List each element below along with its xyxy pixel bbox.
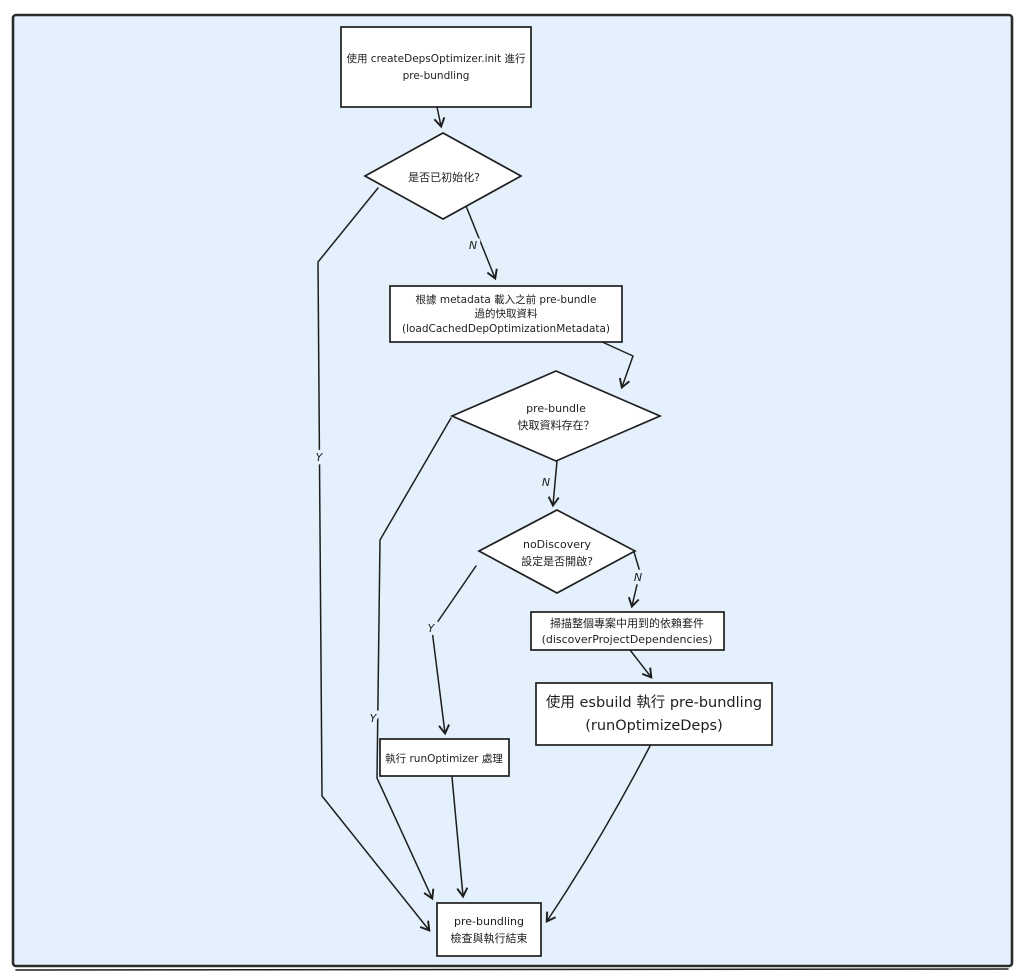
node-cache-exists-label-line2: 快取資料存在？ xyxy=(518,418,595,432)
edge-scan-to-esbuild xyxy=(629,649,653,679)
node-scan: 掃描整個專案中用到的依賴套件 (discoverProjectDependenc… xyxy=(530,611,725,651)
node-load-cache: 根據 metadata 載入之前 pre-bundle 過的快取資料 (load… xyxy=(389,285,623,343)
node-esbuild-prebundle-label-line2: (runOptimizeDeps) xyxy=(585,718,723,734)
node-end-shape xyxy=(436,902,542,957)
node-scan-label-line2: (discoverProjectDependencies) xyxy=(542,633,713,646)
edge-cache-exists-no-to-no-discovery xyxy=(547,460,560,508)
node-init-label-line2: pre-bundling xyxy=(403,70,470,82)
edge-label-cache-no: N xyxy=(542,476,550,489)
node-no-discovery: noDiscovery 設定是否開啟? xyxy=(477,509,637,594)
node-init-shape xyxy=(340,26,532,108)
edge-no-discovery-no-to-scan xyxy=(627,551,641,609)
edge-label-init-no: N xyxy=(469,239,477,252)
diagram-background xyxy=(13,15,1012,966)
node-esbuild-prebundle-shape xyxy=(535,682,773,746)
edge-esbuild-to-end xyxy=(545,745,651,924)
node-run-optimizer-label: 執行 runOptimizer 處理 xyxy=(385,752,503,765)
node-cache-exists: pre-bundle 快取資料存在？ xyxy=(449,370,663,462)
edge-is-initialized-no-to-load-cache xyxy=(465,205,498,281)
edge-run-optimizer-to-end xyxy=(451,776,469,899)
node-run-optimizer-shape xyxy=(379,738,510,777)
node-init-label-line1: 使用 createDepsOptimizer.init 進行 xyxy=(346,52,526,65)
node-end: pre-bundling 檢查與執行結束 xyxy=(436,902,542,957)
node-no-discovery-label-line2: 設定是否開啟? xyxy=(521,554,593,568)
node-end-label-line2: 檢查與執行結束 xyxy=(451,931,528,945)
node-init: 使用 createDepsOptimizer.init 進行 pre-bundl… xyxy=(340,26,532,108)
edge-no-discovery-yes-to-run-optimizer xyxy=(431,565,477,736)
node-scan-shape xyxy=(530,611,725,651)
node-cache-exists-shape xyxy=(449,370,663,462)
node-esbuild-prebundle: 使用 esbuild 執行 pre-bundling (runOptimizeD… xyxy=(535,682,773,746)
node-no-discovery-shape xyxy=(477,509,637,594)
edge-is-initialized-yes-to-end xyxy=(317,187,431,932)
edge-cache-exists-yes-to-end xyxy=(376,417,452,901)
edge-init-to-is-initialized xyxy=(433,106,446,129)
frame-bottom-double-line xyxy=(15,968,1009,971)
node-no-discovery-label-line1: noDiscovery xyxy=(523,538,592,551)
node-load-cache-shape xyxy=(389,285,623,343)
node-is-initialized-shape xyxy=(363,132,523,220)
node-esbuild-prebundle-label-line1: 使用 esbuild 執行 pre-bundling xyxy=(546,694,762,711)
diagram-frame xyxy=(11,13,1014,968)
edge-load-cache-to-cache-exists xyxy=(599,340,634,390)
node-load-cache-label-line2: 過的快取資料 xyxy=(475,307,538,320)
node-end-label-line1: pre-bundling xyxy=(454,915,524,928)
node-is-initialized: 是否已初始化? xyxy=(363,132,523,220)
node-run-optimizer: 執行 runOptimizer 處理 xyxy=(379,738,510,777)
edge-label-nodiscovery-no: N xyxy=(634,571,642,584)
node-load-cache-label-line3: (loadCachedDepOptimizationMetadata) xyxy=(402,323,610,335)
node-is-initialized-label: 是否已初始化? xyxy=(408,170,480,184)
node-load-cache-label-line1: 根據 metadata 載入之前 pre-bundle xyxy=(416,293,597,306)
node-cache-exists-label-line1: pre-bundle xyxy=(526,402,586,415)
node-scan-label-line1: 掃描整個專案中用到的依賴套件 xyxy=(550,616,704,630)
